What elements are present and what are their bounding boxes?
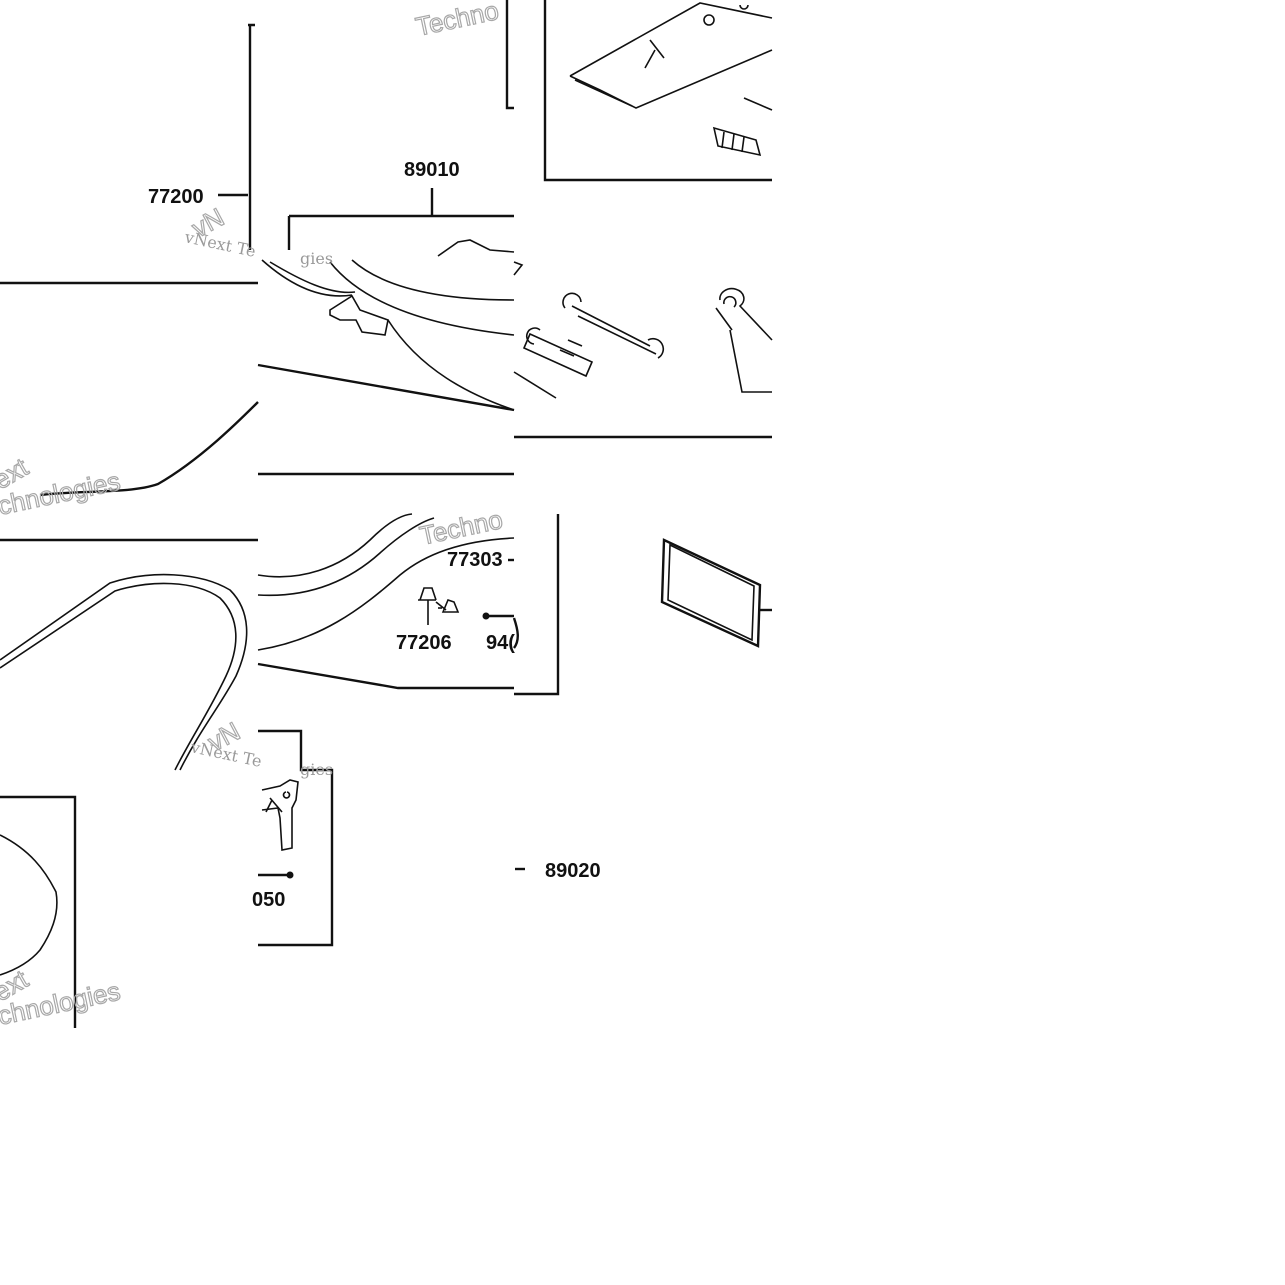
- label-89020: 89020: [545, 860, 601, 882]
- label-plate: [660, 538, 772, 648]
- tool-set: [513, 261, 773, 439]
- hinge-bracket: 050: [252, 729, 334, 947]
- callout-89020: 89020: [515, 860, 601, 882]
- watermark-techno-mid: Techno: [417, 504, 505, 551]
- watermark-gies-top: gies: [300, 249, 333, 268]
- seat-pad-bottom-left: [0, 795, 77, 1028]
- label-89010: 89010: [404, 159, 460, 181]
- seat-panel-lower: 77303 77206 94(: [257, 513, 560, 696]
- watermark-techno-top: Techno: [413, 0, 501, 42]
- seat-bracket-group: 77200: [148, 23, 255, 250]
- seat-panel-upper: [257, 239, 515, 476]
- label-050: 050: [252, 889, 285, 911]
- label-940: 94(: [486, 632, 515, 654]
- tool-bag-box: [505, 0, 773, 182]
- label-77303: 77303: [447, 549, 503, 571]
- seat-outline-left-lower: [0, 538, 258, 771]
- watermark-gies-low: gies: [300, 760, 333, 779]
- seat-outline-left-upper: [0, 281, 259, 497]
- label-77200: 77200: [148, 186, 204, 208]
- label-77206: 77206: [396, 632, 452, 654]
- bracket-89010: 89010: [287, 159, 514, 250]
